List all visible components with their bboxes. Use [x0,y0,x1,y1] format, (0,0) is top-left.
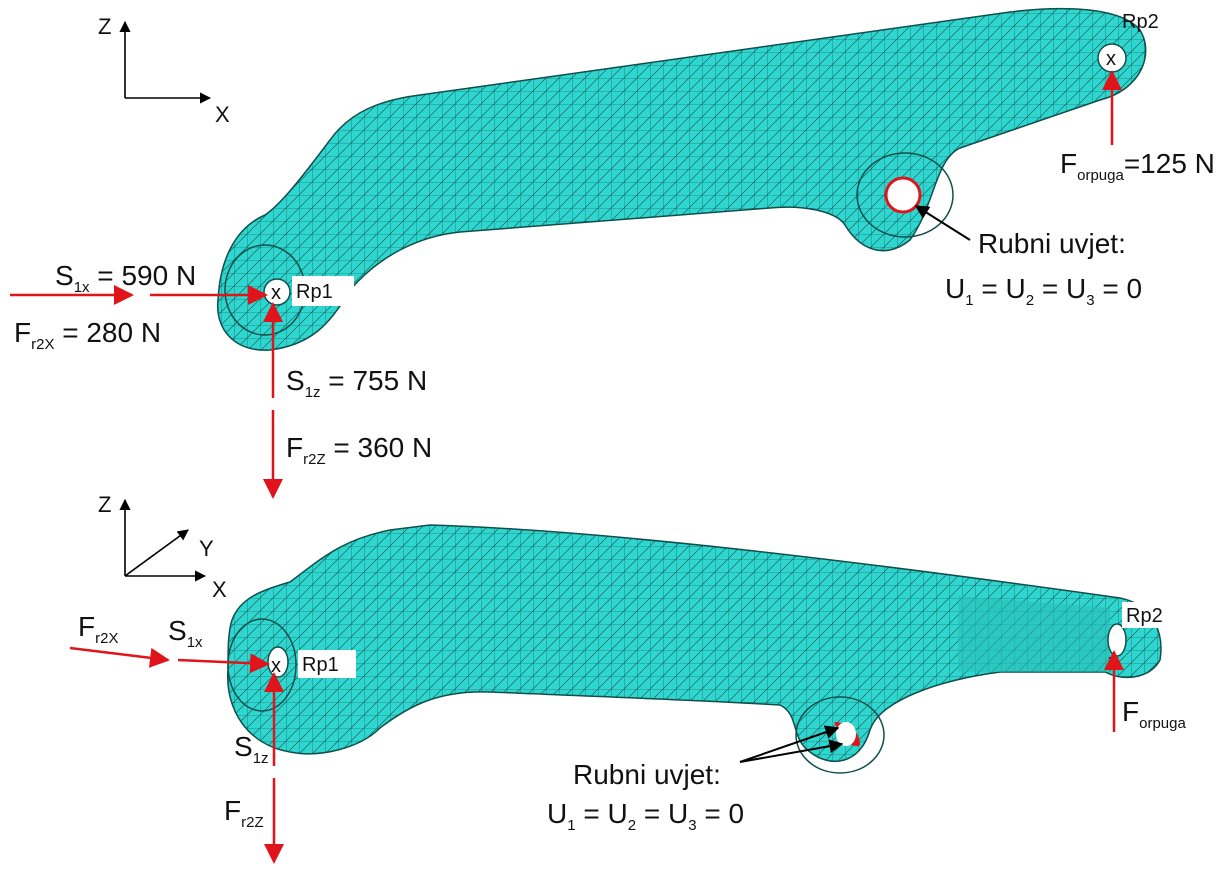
top-rp2-label: Rp2 [1122,11,1159,33]
top-s1x-label: S1x = 590 N [55,260,196,296]
bottom-fr2x-label: Fr2X [78,611,118,647]
bottom-boundary-pointer-2 [739,739,844,763]
bottom-axis-z-label: Z [98,492,111,517]
bottom-shaded-region [958,596,1110,672]
bottom-fr2x-arrow [69,646,170,668]
bottom-s1z-label: S1z [234,731,269,767]
bottom-boundary-title: Rubni uvjet: [573,759,721,790]
top-boundary-hole [884,176,922,214]
top-axes: Z X [98,14,230,127]
bottom-rp2-label: Rp2 [1126,605,1163,627]
bottom-axes: Z X Y [98,492,227,602]
bottom-boundary-equation: U1 = U2 = U3 = 0 [547,798,744,834]
bottom-pin-boss [795,696,885,774]
bottom-rp1-marker: x [271,655,281,677]
bottom-boundary-pointer-1 [739,725,840,763]
top-boundary-equation: U1 = U2 = U3 = 0 [945,273,1142,309]
top-forpuga-label: Forpuga=125 N [1060,148,1215,184]
bottom-axis-x-label: X [212,577,227,602]
top-s1z-label: S1z = 755 N [286,365,427,401]
top-boundary-title: Rubni uvjet: [978,228,1126,259]
top-fr2z-label: Fr2Z = 360 N [286,432,432,468]
bottom-s1x-arrow [177,653,270,674]
top-pin-boss [856,152,954,238]
top-meshed-arm [217,7,1147,351]
top-view: Z X Rp1 x Rp2 x S1x = 590 N Fr2X = 280 N… [10,7,1215,499]
bottom-boundary-hole [836,722,856,746]
bottom-view: Z X Y Rp1 x Rp2 x Fr2X S1x S1z Fr2Z Forp… [69,492,1186,864]
top-boundary-pointer [914,205,971,241]
bottom-rp1-label: Rp1 [302,654,339,676]
top-axis-z-label: Z [98,14,111,39]
bottom-fr2z-label: Fr2Z [224,795,264,831]
top-rp2-marker: x [1106,48,1116,70]
bottom-meshed-arm [227,524,1162,762]
top-fr2x-label: Fr2X = 280 N [14,317,161,353]
bottom-s1x-label: S1x [168,615,203,651]
bottom-axis-y-label: Y [199,536,214,561]
top-axis-x-label: X [215,102,230,127]
bottom-forpuga-label: Forpuga [1122,696,1186,732]
top-rp1-marker: x [271,282,281,304]
bottom-rp1-boss [227,618,297,712]
top-rp1-label: Rp1 [296,281,333,303]
